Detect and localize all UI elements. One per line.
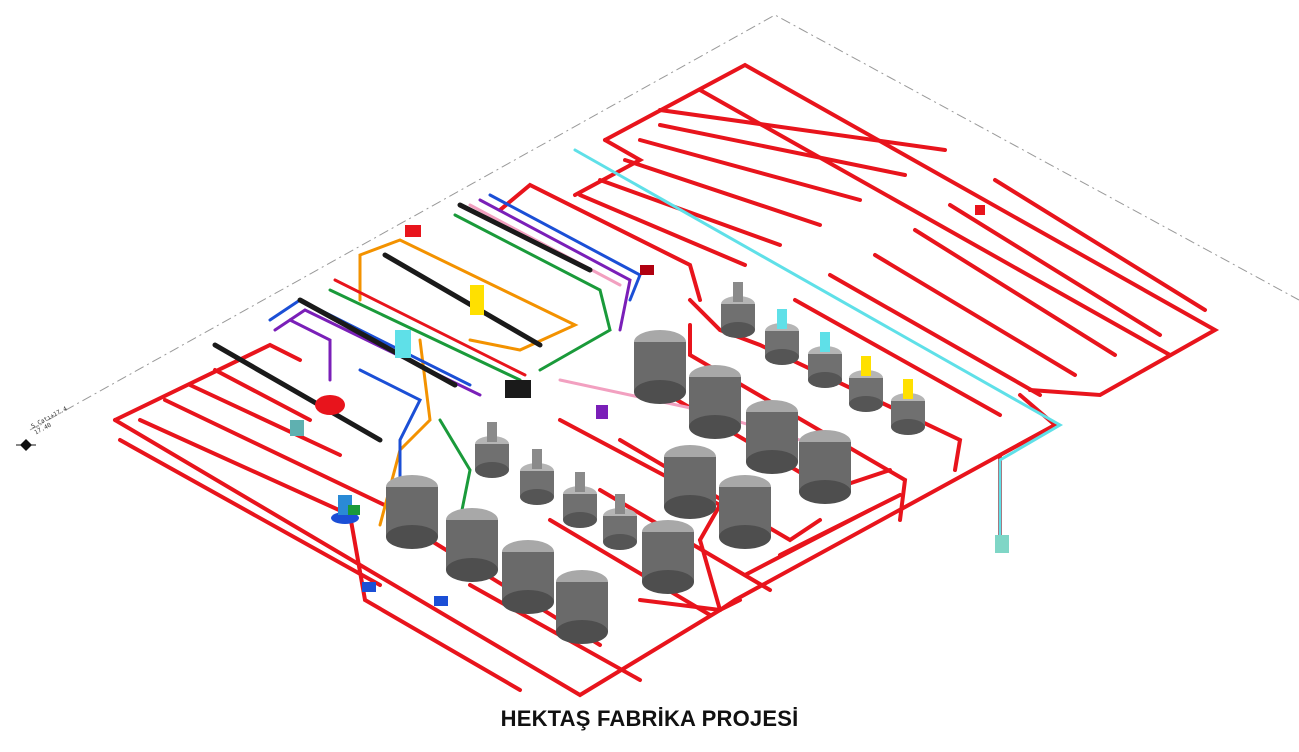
- project-title: HEKTAŞ FABRİKA PROJESİ: [500, 706, 799, 731]
- crane-beams: [212, 202, 593, 443]
- tank-icon: [746, 400, 798, 474]
- reactor-icon: [520, 449, 554, 505]
- control-panel: [995, 535, 1009, 553]
- reactor-icon: [603, 494, 637, 550]
- reactor-icon: [721, 282, 755, 338]
- reactors: [475, 282, 925, 550]
- reactor-icon: [891, 379, 925, 435]
- reactor-icon: [808, 332, 842, 388]
- tank-icon: [664, 445, 716, 519]
- isometric-piping-diagram: [16, 14, 1299, 698]
- valve-icon: [405, 205, 985, 275]
- filter-unit: [395, 330, 411, 358]
- reactor-icon: [475, 422, 509, 478]
- pump-icon: [362, 582, 448, 606]
- level-marker-icon: [16, 439, 36, 451]
- heat-exchanger: [505, 380, 531, 398]
- tank-icon: [642, 520, 694, 594]
- control-panel: [290, 420, 304, 436]
- reactor-icon: [849, 356, 883, 412]
- reactor-icon: [563, 472, 597, 528]
- right-sprinkler-network: [573, 62, 1220, 612]
- filter-unit: [470, 285, 484, 315]
- building-boundary: [29, 14, 1299, 431]
- tank-icon: [446, 508, 498, 582]
- pump-icon: [331, 495, 360, 524]
- red-vessel: [315, 395, 345, 415]
- tank-icon: [634, 330, 686, 404]
- tank-icon: [502, 540, 554, 614]
- reactor-icon: [765, 309, 799, 365]
- tank-icon: [689, 365, 741, 439]
- tank-icon: [799, 430, 851, 504]
- purple-equipment: [596, 405, 608, 419]
- tank-icon: [719, 475, 771, 549]
- storage-tanks: [386, 330, 851, 644]
- equipment: [290, 205, 1009, 606]
- tank-icon: [556, 570, 608, 644]
- tank-icon: [386, 475, 438, 549]
